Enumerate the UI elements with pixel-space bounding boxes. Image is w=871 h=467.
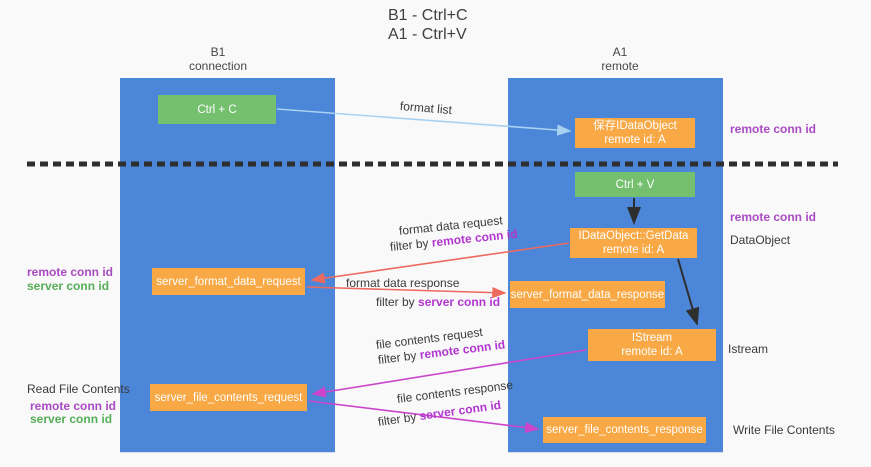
lane-header-a1: A1 remote (560, 45, 680, 73)
filter-by-server-conn-id-label-1: filter by server conn id (376, 295, 500, 309)
istream-side-label: Istream (728, 342, 769, 356)
getdata-to-istream-arrow (677, 258, 700, 326)
right-remote-conn-id-mid-label: remote conn id (730, 210, 817, 224)
save-idataobject-node: 保存IDataObject remote id: A (575, 118, 695, 148)
left-remote-conn-id-top-label: remote conn id (27, 265, 114, 279)
server-format-data-request-node: server_format_data_request (152, 268, 305, 295)
file-contents-response-arrow (308, 400, 540, 434)
title-line-1: B1 - Ctrl+C (388, 7, 468, 24)
getdata-line1: IDataObject::GetData (578, 230, 689, 242)
left-remote-conn-id-bottom-label: remote conn id (30, 399, 117, 413)
lane-b1-title: B1 (210, 45, 226, 59)
lane-b1-subtitle: connection (188, 59, 248, 73)
getdata-line2: remote id: A (602, 244, 665, 256)
dataobject-label: DataObject (730, 233, 791, 247)
idataobject-getdata-node: IDataObject::GetData remote id: A (570, 228, 697, 258)
lane-a1-title: A1 (612, 45, 628, 59)
file-contents-request-arrow (311, 349, 587, 398)
right-remote-conn-id-top-label: remote conn id (730, 122, 817, 136)
ctrl-c-label: Ctrl + C (197, 103, 237, 116)
istream-node: IStream remote id: A (588, 329, 716, 361)
server-file-contents-response-label: server_file_contents_response (546, 424, 703, 436)
lane-header-b1: B1 connection (158, 45, 278, 73)
title-line-2: A1 - Ctrl+V (388, 26, 467, 43)
server-file-contents-request-node: server_file_contents_request (150, 384, 307, 411)
left-server-conn-id-top-label: server conn id (27, 279, 110, 293)
server-file-contents-request-label: server_file_contents_request (154, 391, 303, 404)
server-file-contents-response-node: server_file_contents_response (543, 417, 706, 443)
server-format-data-request-label: server_format_data_request (156, 275, 301, 288)
save-idataobject-line2: remote id: A (604, 134, 666, 146)
save-idataobject-line1: 保存IDataObject (593, 120, 677, 132)
format-data-request-arrow (310, 242, 570, 284)
read-file-contents-label: Read File Contents (27, 382, 130, 396)
format-list-arrow (276, 108, 572, 136)
ctrl-v-label: Ctrl + V (615, 178, 655, 191)
write-file-contents-label: Write File Contents (733, 423, 835, 437)
ctrl-c-node: Ctrl + C (158, 95, 276, 124)
left-server-conn-id-bottom-label: server conn id (30, 412, 113, 426)
istream-line1: IStream (631, 332, 673, 344)
server-format-data-response-node: server_format_data_response (510, 281, 665, 308)
diagram-title: B1 - Ctrl+C A1 - Ctrl+V (388, 6, 468, 44)
server-format-data-response-label: server_format_data_response (510, 288, 665, 301)
filter-highlight: server conn id (418, 295, 501, 309)
lane-a1-subtitle: remote (601, 59, 639, 73)
ctrl-v-node: Ctrl + V (575, 172, 695, 197)
istream-line2: remote id: A (621, 346, 683, 358)
filter-prefix: filter by (376, 295, 419, 309)
format-data-response-arrow (306, 286, 507, 299)
format-data-response-label: format data response (346, 276, 460, 290)
